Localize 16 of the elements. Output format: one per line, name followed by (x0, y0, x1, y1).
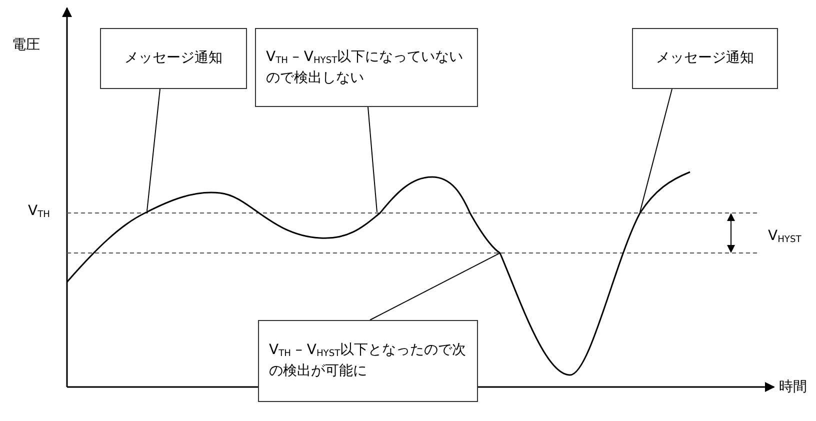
callout-box (258, 320, 478, 402)
callout-text: V$_{TH}$ – V$_{HYST}$以下になっていないので検出しない (266, 48, 464, 88)
threshold-label: V$_{TH}$ (28, 203, 50, 219)
callout-box (255, 28, 478, 107)
callout-text: メッセージ通知 (124, 49, 222, 68)
axis-label: 時間 (779, 378, 807, 396)
dimension-label: V$_{HYST}$ (768, 228, 802, 244)
axis-label: 電圧 (12, 36, 40, 54)
leader-line (370, 252, 500, 320)
callout-box (100, 28, 247, 89)
callout-text: メッセージ通知 (656, 49, 754, 68)
leader-line (640, 88, 672, 212)
leader-line (368, 106, 378, 212)
leader-line (146, 88, 160, 212)
callout-text: V$_{TH}$ – V$_{HYST}$以下となったので次の検出が可能に (269, 341, 467, 381)
callout-box (632, 28, 778, 89)
